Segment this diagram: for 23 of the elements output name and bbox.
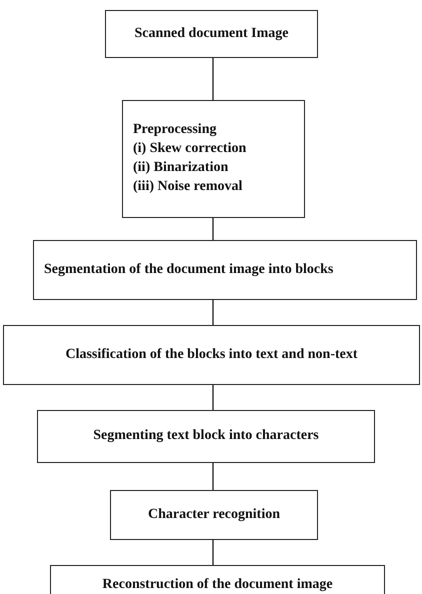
box-label: Segmentation of the document image into blocks [44, 260, 334, 279]
process-box [110, 490, 318, 540]
box-heading: Preprocessing [133, 121, 218, 140]
connector-line [212, 385, 214, 410]
box-label: Scanned document Image [134, 24, 288, 43]
connector-line [212, 58, 214, 100]
process-box [122, 100, 305, 218]
connector-line [212, 540, 214, 565]
step-item: (ii) Binarization [133, 159, 230, 177]
connector-line [212, 300, 214, 325]
connector-line [212, 218, 214, 240]
step-item: (iii) Noise removal [133, 178, 244, 196]
process-box [3, 325, 420, 385]
box-label: Reconstruction of the document image [102, 576, 333, 594]
process-box [50, 565, 385, 594]
process-box [37, 410, 375, 463]
box-label: Classification of the blocks into text and non-text [65, 346, 358, 364]
box-label: Segmenting text block into characters [93, 427, 319, 446]
step-item: (i) Skew correction [133, 140, 248, 158]
box-label: Character recognition [148, 506, 280, 524]
process-box [105, 10, 318, 58]
connector-line [212, 463, 214, 490]
process-box [33, 240, 417, 300]
